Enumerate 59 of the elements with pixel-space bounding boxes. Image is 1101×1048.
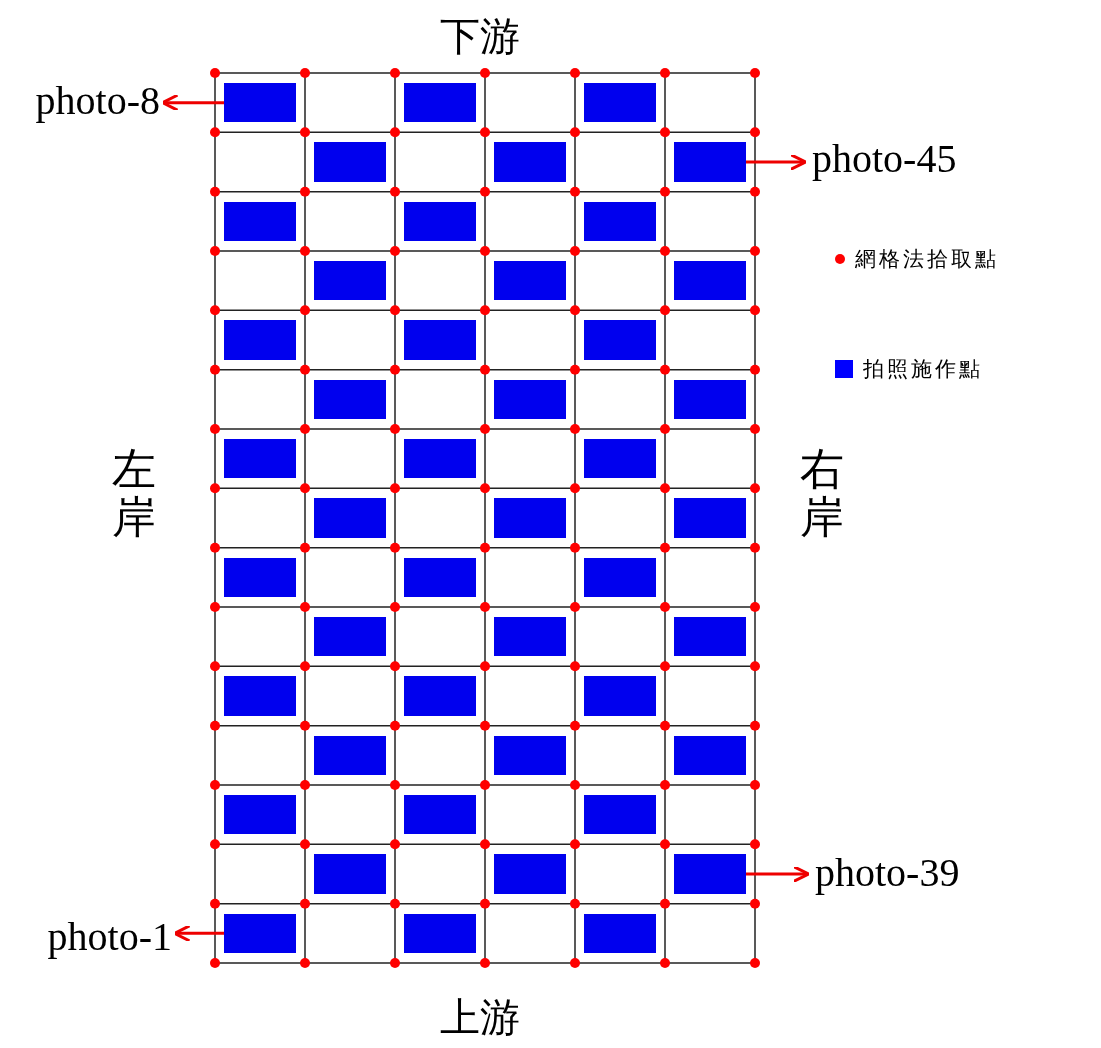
photo-site-marker (224, 676, 296, 716)
photo-site-marker (584, 439, 656, 479)
photo-label: photo-8 (5, 76, 160, 126)
photo-site-marker (584, 795, 656, 835)
photo-site-marker (674, 735, 746, 775)
photo-label: photo-39 (815, 848, 1015, 898)
photo-site-marker (584, 557, 656, 597)
arrow (173, 924, 224, 943)
photo-site-marker (224, 795, 296, 835)
photo-site-marker (404, 795, 476, 835)
photo-site-marker (314, 379, 386, 419)
photo-site-marker (674, 617, 746, 657)
photo-site-marker (314, 142, 386, 182)
photo-site-marker (224, 201, 296, 241)
photo-site-marker (314, 617, 386, 657)
arrow (746, 865, 810, 883)
photo-site-marker (494, 498, 566, 538)
photo-site-marker (584, 913, 656, 953)
photo-site-marker (584, 83, 656, 123)
photo-label: photo-1 (17, 912, 172, 962)
photo-site-marker (494, 854, 566, 894)
photo-site-marker (224, 557, 296, 597)
photo-site-marker (224, 83, 296, 123)
legend-text: 拍照施作點 (863, 356, 983, 383)
photo-site-marker (494, 735, 566, 775)
photo-site-marker (404, 913, 476, 953)
photo-site-marker (494, 261, 566, 301)
photo-site-marker (674, 379, 746, 419)
bank-label: 左岸 (112, 445, 156, 542)
arrow (746, 153, 807, 171)
photo-site-marker (584, 676, 656, 716)
photo-site-marker (584, 320, 656, 360)
photo-site-marker (584, 201, 656, 241)
photo-site-marker (494, 617, 566, 657)
photo-site-marker (404, 439, 476, 479)
photo-site-marker (674, 142, 746, 182)
photo-site-marker (314, 854, 386, 894)
photo-site-marker (494, 379, 566, 419)
flow-direction-label: 下游 (440, 14, 520, 58)
photo-site-marker (314, 261, 386, 301)
photo-site-marker (404, 320, 476, 360)
photo-site-marker (674, 854, 746, 894)
photo-site-marker (404, 83, 476, 123)
photo-site-marker (314, 735, 386, 775)
photo-site-marker (404, 557, 476, 597)
photo-site-marker (224, 913, 296, 953)
photo-label: photo-45 (812, 134, 1012, 184)
photo-site-marker (224, 320, 296, 360)
bank-label: 右岸 (800, 445, 844, 542)
photo-site-marker (674, 261, 746, 301)
flow-direction-label: 上游 (440, 995, 520, 1039)
arrow (161, 93, 224, 112)
photo-site-marker (314, 498, 386, 538)
photo-site-marker (404, 676, 476, 716)
photo-site-marker (404, 201, 476, 241)
legend-text: 網格法拾取點 (855, 246, 999, 273)
photo-site-marker (224, 439, 296, 479)
photo-site-marker (494, 142, 566, 182)
photo-site-marker (674, 498, 746, 538)
